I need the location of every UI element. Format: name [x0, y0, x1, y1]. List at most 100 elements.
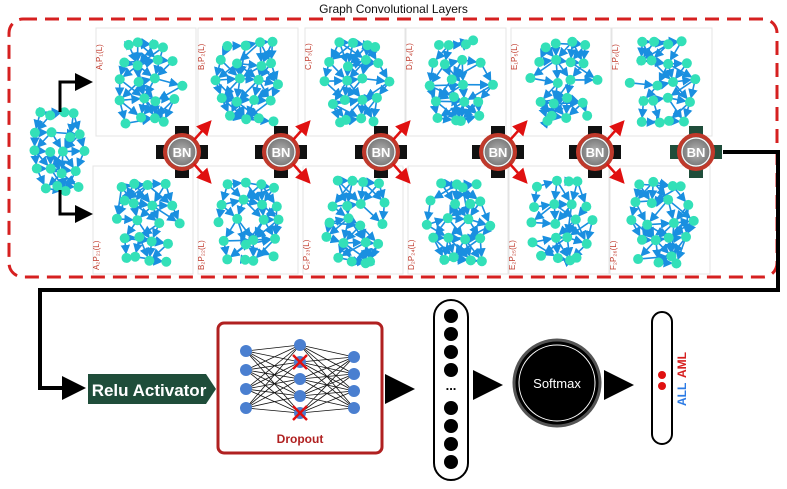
graph-node	[654, 117, 665, 128]
graph-node	[74, 129, 85, 140]
graph-bottom-3	[321, 175, 390, 269]
graph-node	[321, 231, 332, 242]
graph-node	[257, 199, 268, 210]
graph-node	[116, 182, 127, 193]
dropout-edge	[245, 361, 301, 371]
graph-node	[268, 251, 279, 262]
vector-dot	[444, 327, 458, 341]
bn-label: BN	[272, 145, 291, 160]
graph-node	[475, 57, 486, 68]
dropout-edge	[299, 356, 355, 414]
graph-node	[256, 179, 267, 190]
graph-node	[342, 61, 353, 72]
graph-node	[675, 181, 686, 192]
graph-top-label: B₁P₂(L)	[197, 43, 206, 70]
graph-node	[152, 54, 163, 65]
graph-top-3	[319, 37, 395, 128]
graph-node	[373, 58, 384, 69]
dropout-neuron	[240, 345, 252, 357]
graph-node	[267, 36, 278, 47]
graph-node	[238, 194, 249, 205]
graph-node	[232, 213, 243, 224]
graph-node	[653, 257, 664, 268]
graph-node	[458, 79, 469, 90]
graph-node	[457, 54, 468, 65]
graph-node	[167, 56, 178, 67]
softmax-node: Softmax	[512, 338, 602, 428]
graph-node	[581, 201, 592, 212]
graph-node	[160, 178, 171, 189]
bn-unit-4: BN	[472, 120, 528, 184]
graph-node	[379, 197, 390, 208]
graph-node	[334, 37, 345, 48]
dropout-neuron	[240, 364, 252, 376]
graph-node	[120, 118, 131, 129]
graph-node	[455, 116, 466, 127]
graph-node	[324, 217, 335, 228]
graph-node	[147, 200, 158, 211]
graph-node	[357, 94, 368, 105]
graph-node	[167, 200, 178, 211]
dropout-edge	[245, 350, 301, 380]
graph-top-1	[114, 37, 188, 129]
graph-node	[253, 113, 264, 124]
graph-node	[134, 231, 145, 242]
graph-node	[475, 233, 486, 244]
graph-node	[566, 199, 577, 210]
graph-node	[216, 93, 227, 104]
graph-node	[240, 40, 251, 51]
graph-node	[40, 183, 51, 194]
vector-dot	[444, 345, 458, 359]
graph-node	[224, 110, 235, 121]
graph-node	[59, 107, 70, 118]
graph-node	[439, 254, 450, 265]
graph-node	[563, 176, 574, 187]
dropout-cross	[292, 405, 308, 421]
graph-node	[676, 36, 687, 47]
dropout-edge	[245, 388, 301, 397]
graph-node	[529, 202, 540, 213]
dropout-label: Dropout	[277, 432, 324, 446]
graph-node	[70, 166, 81, 177]
vector-dot	[444, 455, 458, 469]
graph-node	[248, 235, 259, 246]
graph-node	[327, 99, 338, 110]
graph-node	[148, 39, 159, 50]
graph-node	[45, 163, 56, 174]
dropout-neuron	[294, 339, 306, 351]
dropout-edge	[245, 344, 301, 371]
graph-node	[681, 58, 692, 69]
graph-node	[637, 36, 648, 47]
graph-node	[550, 38, 561, 49]
graph-node	[551, 54, 562, 65]
graph-node	[114, 95, 125, 106]
branch-arrow-top	[58, 73, 93, 112]
graph-node	[432, 112, 443, 123]
dropout-edge	[245, 361, 301, 409]
dropout-edge	[245, 369, 301, 397]
graph-node	[463, 214, 474, 225]
graph-node	[343, 213, 354, 224]
graph-node	[52, 181, 63, 192]
graph-node	[384, 76, 395, 87]
graph-bottom-label: E₂P₂₅(L)	[508, 240, 517, 270]
graph-node	[169, 94, 180, 105]
relu-activator: Relu Activator	[88, 374, 216, 404]
graph-node	[324, 56, 335, 67]
graph-node	[663, 115, 674, 126]
graph-node	[430, 96, 441, 107]
graph-node	[215, 54, 226, 65]
dropout-neuron	[348, 402, 360, 414]
graph-node	[459, 96, 470, 107]
bn-unit-2: BN	[255, 120, 311, 184]
graph-node	[577, 97, 588, 108]
graph-node	[471, 179, 482, 190]
bn-arrow-up	[193, 120, 212, 141]
graph-node	[362, 40, 373, 51]
graph-node	[360, 237, 371, 248]
graph-bottom-2	[213, 177, 284, 266]
graph-node	[319, 76, 330, 87]
vector-dot	[444, 363, 458, 377]
graph-node	[258, 214, 269, 225]
graph-node	[465, 255, 476, 266]
